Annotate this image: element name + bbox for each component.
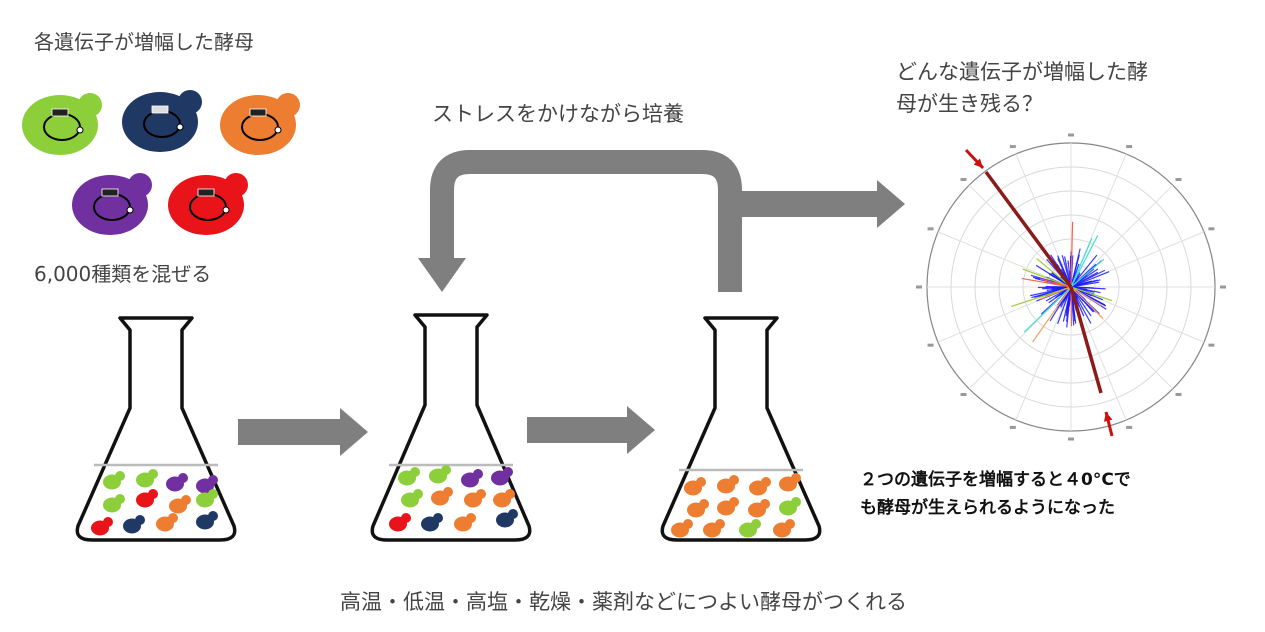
mix-caption: 6,000種類を混ぜる [34,262,212,286]
yeast-cell-icon-purple [72,173,152,235]
question-caption: どんな遺伝子が増幅した酵 母が生き残る？ [896,56,1148,120]
result-caption: ２つの遺伝子を増幅すると４0°Cで も酵母が生えられるようになった [860,466,1131,522]
arrow-to-plot [742,180,905,228]
feedback-loop-arrow [418,150,742,292]
footer-caption: 高温・低温・高塩・乾燥・薬剤などにつよい酵母がつくれる [340,590,907,614]
arrow-right-2 [527,406,655,454]
yeast-cell-icon-red [168,173,248,235]
strains-title: 各遺伝子が増幅した酵母 [34,30,254,54]
erlenmeyer-flask-icon-1 [75,316,237,542]
yeast-cell-icon-navy [122,90,202,152]
result-line-1: ２つの遺伝子を増幅すると４0°Cで [860,470,1131,490]
stress-caption: ストレスをかけながら培養 [432,102,684,126]
red-pointer-arrow-icon-2 [1103,411,1114,437]
yeast-cell-icon-green [22,93,102,155]
highlight-line-2 [1069,286,1103,394]
red-pointer-arrow-icon-1 [964,148,985,170]
highlight-line-1 [984,170,1073,289]
erlenmeyer-flask-icon-3 [660,316,822,542]
erlenmeyer-flask-icon-2 [370,313,532,542]
flask-group [75,313,822,542]
arrow-right-1 [238,408,368,456]
yeast-strain-group [22,90,300,235]
question-line-2: 母が生き残る？ [896,92,1043,116]
yeast-cell-icon-orange [220,93,300,155]
result-line-2: も酵母が生えられるようになった [860,498,1115,518]
question-line-1: どんな遺伝子が増幅した酵 [896,60,1148,84]
process-arrows [238,150,905,456]
polar-plot-icon [916,133,1226,441]
